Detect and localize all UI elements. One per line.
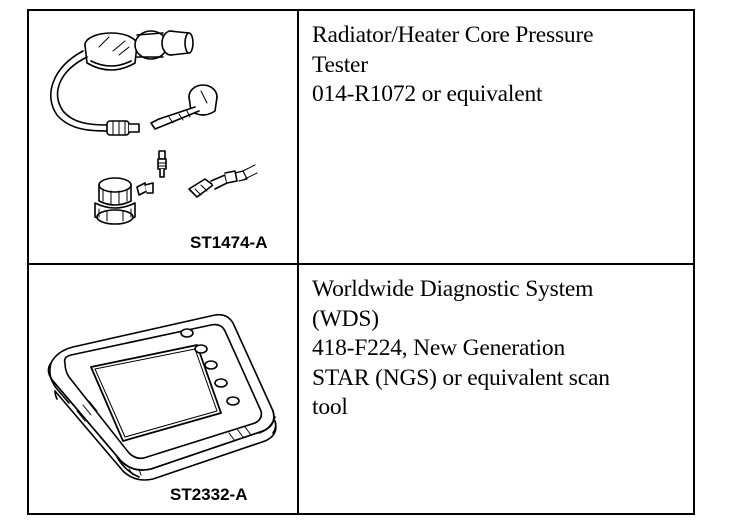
tool-image-cell: ST1474-A [29, 11, 297, 263]
figure-label: ST1474-A [190, 233, 268, 252]
description-line: STAR (NGS) or equivalent scan [312, 364, 610, 391]
description-line: Tester [312, 51, 368, 78]
tool-description-cell: Worldwide Diagnostic System (WDS) 418-F2… [299, 265, 693, 513]
tool-description: Worldwide Diagnostic System (WDS) 418-F2… [312, 275, 687, 423]
pressure-tester-illustration [49, 30, 258, 225]
description-line: 014-R1072 or equivalent [312, 81, 543, 107]
tool-row-diagnostic-system: ST2332-A Worldwide Diagnostic System (WD… [29, 265, 693, 513]
description-line: Worldwide Diagnostic System [312, 276, 594, 302]
special-tools-table: ST1474-A Radiator/Heater Core Pressure T… [27, 9, 695, 515]
description-line: 418-F224, New Generation [312, 335, 565, 361]
column-divider [297, 11, 299, 513]
description-line: tool [312, 394, 348, 420]
figure-label: ST2332-A [170, 485, 248, 504]
tool-description: Radiator/Heater Core Pressure Tester 014… [312, 21, 687, 110]
tool-row-pressure-tester: ST1474-A Radiator/Heater Core Pressure T… [29, 11, 693, 263]
tool-image-cell: ST2332-A [29, 265, 297, 513]
description-line: Radiator/Heater Core Pressure [312, 22, 594, 48]
description-line: (WDS) [312, 305, 379, 332]
diagnostic-scan-tool-illustration [47, 313, 277, 481]
tool-description-cell: Radiator/Heater Core Pressure Tester 014… [299, 11, 693, 263]
row-divider [29, 263, 693, 265]
